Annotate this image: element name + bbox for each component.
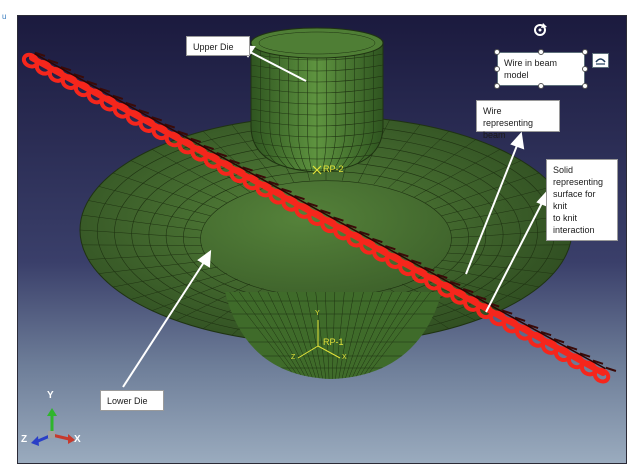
viewport[interactable]: Upper Die Lower Die Wire representing be… (17, 15, 627, 464)
upper-die (250, 27, 384, 173)
callout-upper-die: Upper Die (186, 36, 250, 56)
callout-wire-representing-beam: Wire representing beam (476, 100, 560, 140)
callout-lower-die-text: Lower Die (107, 396, 148, 406)
callout-solid-line-2: representing (553, 177, 604, 187)
knit-wire-beam[interactable] (21, 51, 617, 384)
callout-solid-line-3: surface for knit (553, 189, 596, 211)
selected-textbox-wire-in-beam[interactable]: Wire in beam model (497, 52, 585, 86)
reference-point-rp2 (312, 165, 322, 175)
resize-handle-bottom-right[interactable] (582, 83, 588, 89)
triad-x-label: X (74, 434, 81, 445)
resize-handle-top[interactable] (538, 49, 544, 55)
rp1-axis-y-label: Y (315, 310, 320, 317)
resize-handle-right[interactable] (582, 66, 588, 72)
rp1-label: RP-1 (323, 337, 344, 347)
callout-solid-line-4: to knit (553, 213, 578, 223)
resize-handle-bottom-left[interactable] (494, 83, 500, 89)
model-canvas[interactable] (18, 16, 626, 463)
resize-handle-left[interactable] (494, 66, 500, 72)
resize-handle-bottom[interactable] (538, 83, 544, 89)
selected-textbox-line-2: model (504, 70, 529, 80)
callout-wire-line-1: Wire representing (483, 106, 534, 128)
callout-wire-line-2: beam (483, 130, 506, 140)
callout-solid-line-5: interaction (553, 225, 595, 235)
rotate-icon[interactable] (534, 23, 547, 36)
callout-solid-line-1: Solid (553, 165, 574, 175)
view-triad (31, 408, 75, 446)
callout-solid-surface: Solid representing surface for knit to k… (546, 159, 618, 241)
triad-z-label: Z (21, 434, 28, 445)
triad-y-label: Y (47, 390, 54, 401)
rp1-axes (297, 320, 341, 359)
resize-handle-top-right[interactable] (582, 49, 588, 55)
collapse-icon[interactable] (592, 53, 609, 68)
callout-lower-die: Lower Die (100, 390, 164, 411)
lower-die-cup (225, 292, 442, 379)
rp1-axis-x-label: X (342, 354, 347, 361)
selected-textbox-line-1: Wire in beam (504, 58, 558, 68)
rp2-label: RP-2 (323, 164, 344, 174)
page-marker: u (2, 12, 7, 21)
rp1-axis-z-label: Z (291, 354, 296, 361)
callout-upper-die-text: Upper Die (193, 42, 234, 52)
resize-handle-top-left[interactable] (494, 49, 500, 55)
